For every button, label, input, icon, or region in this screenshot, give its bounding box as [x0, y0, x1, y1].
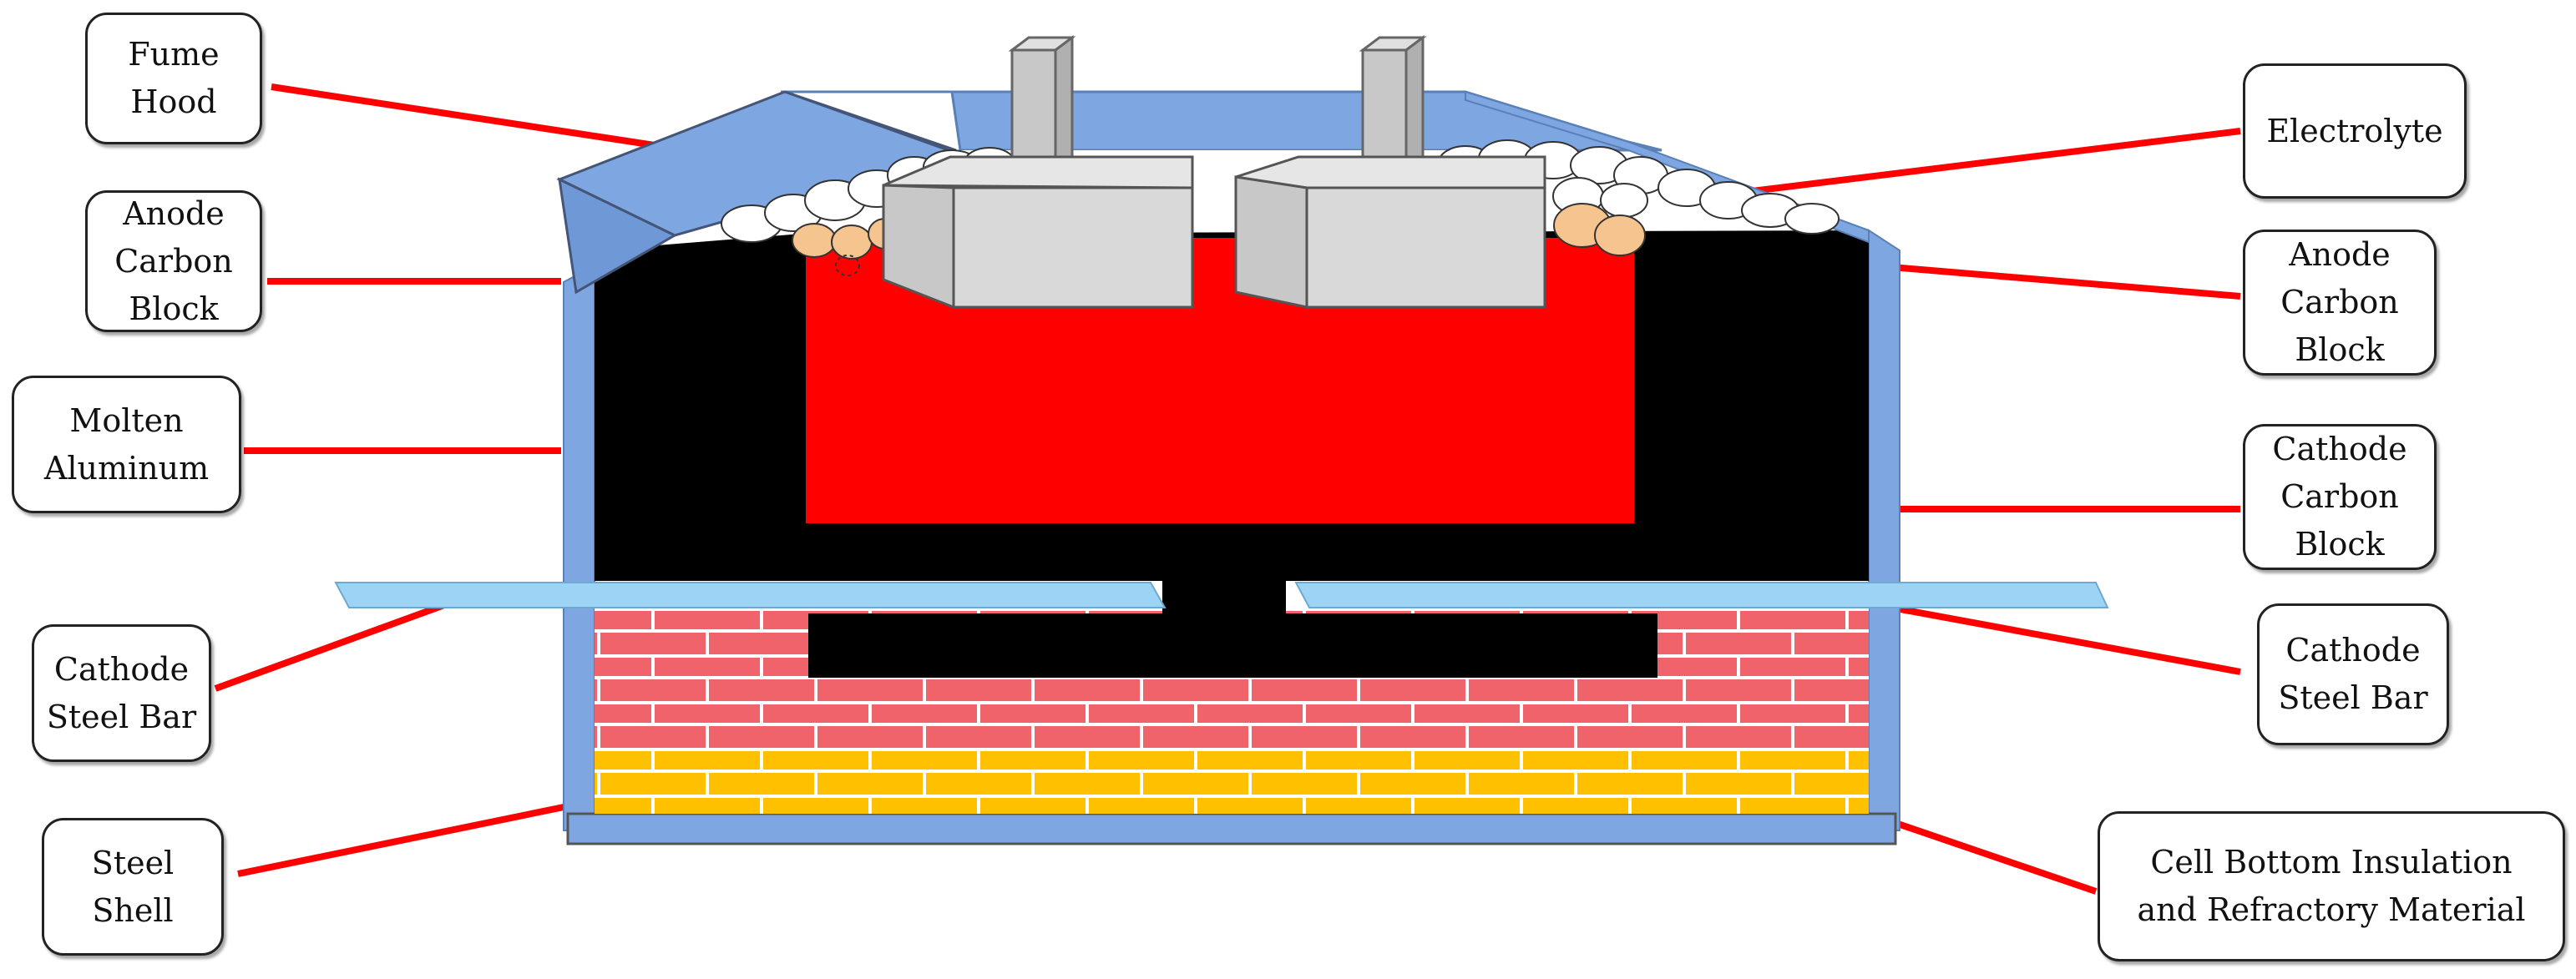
- shell-bottom: [566, 812, 1897, 845]
- leader-steel-shell: [237, 803, 569, 877]
- label-fume-hood-text: Fume Hood: [128, 36, 220, 120]
- label-cathode-carbon-block-text: Cathode Carbon Block: [2272, 431, 2407, 563]
- label-molten-aluminum-text: Molten Aluminum: [43, 401, 210, 487]
- label-anode-carbon-block-right-text: Anode Carbon Block: [2280, 236, 2399, 368]
- label-cathode-steel-bar-right-text: Cathode Steel Bar: [2278, 632, 2428, 716]
- shell-right-wall: [1868, 229, 1900, 831]
- insulation-bricks: [595, 749, 1869, 814]
- anode-stem-left-side: [1054, 35, 1074, 176]
- leader-fume-hood: [271, 83, 677, 152]
- label-cathode-steel-bar-right: Cathode Steel Bar: [2257, 603, 2449, 745]
- anode-stem-right-side: [1404, 35, 1425, 176]
- cathode-bar-left: [334, 582, 1167, 608]
- hood-flap-fold: [784, 90, 957, 152]
- hood-left-flap-front: [558, 177, 678, 295]
- steel-shell: [563, 229, 1900, 845]
- label-anode-carbon-block-left-text: Anode Carbon Block: [114, 194, 233, 327]
- riser-slot: [1162, 581, 1286, 614]
- cathode-bar-right: [1294, 582, 2109, 608]
- label-steel-shell-text: Steel Shell: [91, 844, 175, 929]
- label-electrolyte-text: Electrolyte: [2266, 112, 2443, 149]
- leader-steel-bar-right: [1890, 604, 2241, 675]
- label-fume-hood: Fume Hood: [85, 13, 262, 144]
- anode-stem-left: [1010, 48, 1057, 175]
- anode-block-right-side: [1234, 175, 1308, 309]
- label-cell-bottom-insulation: Cell Bottom Insulation and Refractory Ma…: [2098, 811, 2565, 961]
- anode-assembly-right: [1234, 35, 1546, 309]
- label-anode-carbon-block-left: Anode Carbon Block: [85, 190, 262, 332]
- label-cathode-steel-bar-left-text: Cathode Steel Bar: [46, 650, 197, 735]
- anode-assembly-left: [882, 35, 1194, 310]
- label-cathode-steel-bar-left: Cathode Steel Bar: [32, 624, 211, 762]
- label-cell-bottom-insulation-text: Cell Bottom Insulation and Refractory Ma…: [2137, 844, 2526, 928]
- anode-block-right: [1305, 186, 1546, 309]
- leader-steel-bar-left: [214, 599, 453, 692]
- hood-right-slope: [1465, 90, 1870, 244]
- cathode-steel-bars: [334, 582, 2109, 608]
- anode-block-left: [952, 186, 1194, 309]
- label-electrolyte: Electrolyte: [2243, 63, 2467, 199]
- anode-stem-right: [1361, 48, 1408, 175]
- leader-electrolyte: [1744, 128, 2241, 195]
- leader-anode-right: [1890, 264, 2241, 300]
- label-molten-aluminum: Molten Aluminum: [12, 376, 241, 513]
- label-cathode-carbon-block: Cathode Carbon Block: [2243, 424, 2437, 570]
- label-steel-shell: Steel Shell: [42, 818, 224, 956]
- shell-left-wall: [563, 264, 595, 831]
- fume-hood: [556, 90, 1870, 295]
- label-anode-carbon-block-right: Anode Carbon Block: [2243, 230, 2437, 376]
